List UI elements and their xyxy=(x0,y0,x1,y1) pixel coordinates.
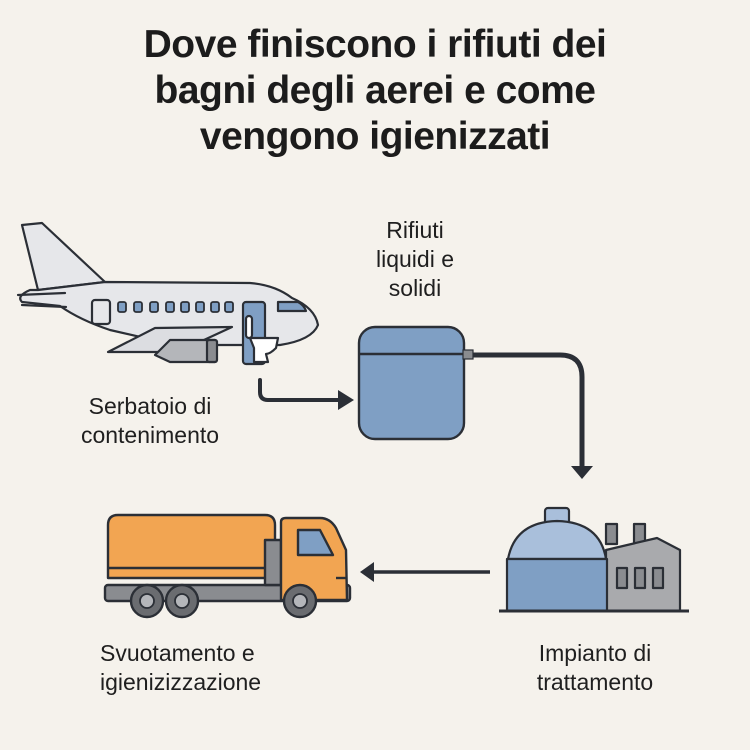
title-line-2: bagni degli aerei e come xyxy=(154,69,597,112)
step-label-waste: Rifiuti liquidi e solidi xyxy=(340,216,490,303)
label-line: Svuotamento e xyxy=(100,640,255,666)
airplane-with-toilet-icon xyxy=(16,221,320,366)
label-line: liquidi e xyxy=(376,246,454,272)
label-line: contenimento xyxy=(80,422,220,448)
label-line: Rifiuti xyxy=(386,217,444,243)
arrow-right-icon xyxy=(258,378,354,410)
step-label-containment-tank: Serbatoio di contenimento xyxy=(40,392,260,450)
waste-tank-icon xyxy=(357,325,474,441)
label-line: solidi xyxy=(388,275,442,301)
step-label-truck: Svuotamento e igienizizzazione xyxy=(100,639,330,697)
label-line: Serbatoio di xyxy=(88,393,212,419)
label-line: Impianto di xyxy=(538,640,652,666)
arrow-left-icon xyxy=(360,562,490,582)
step-label-treatment-plant: Impianto di trattamento xyxy=(495,639,695,697)
title-line-3: vengono igienizzati xyxy=(199,115,551,158)
label-line: igienizizzazione xyxy=(100,669,262,695)
title-line-1: Dove finiscono i rifiuti dei xyxy=(143,23,607,66)
page-title: Dove finiscono i rifiuti dei bagni degli… xyxy=(0,22,750,160)
treatment-plant-icon xyxy=(499,506,689,613)
truck-icon xyxy=(103,513,352,619)
label-line: trattamento xyxy=(536,669,654,695)
pipe-arrow-down-icon xyxy=(473,352,593,479)
